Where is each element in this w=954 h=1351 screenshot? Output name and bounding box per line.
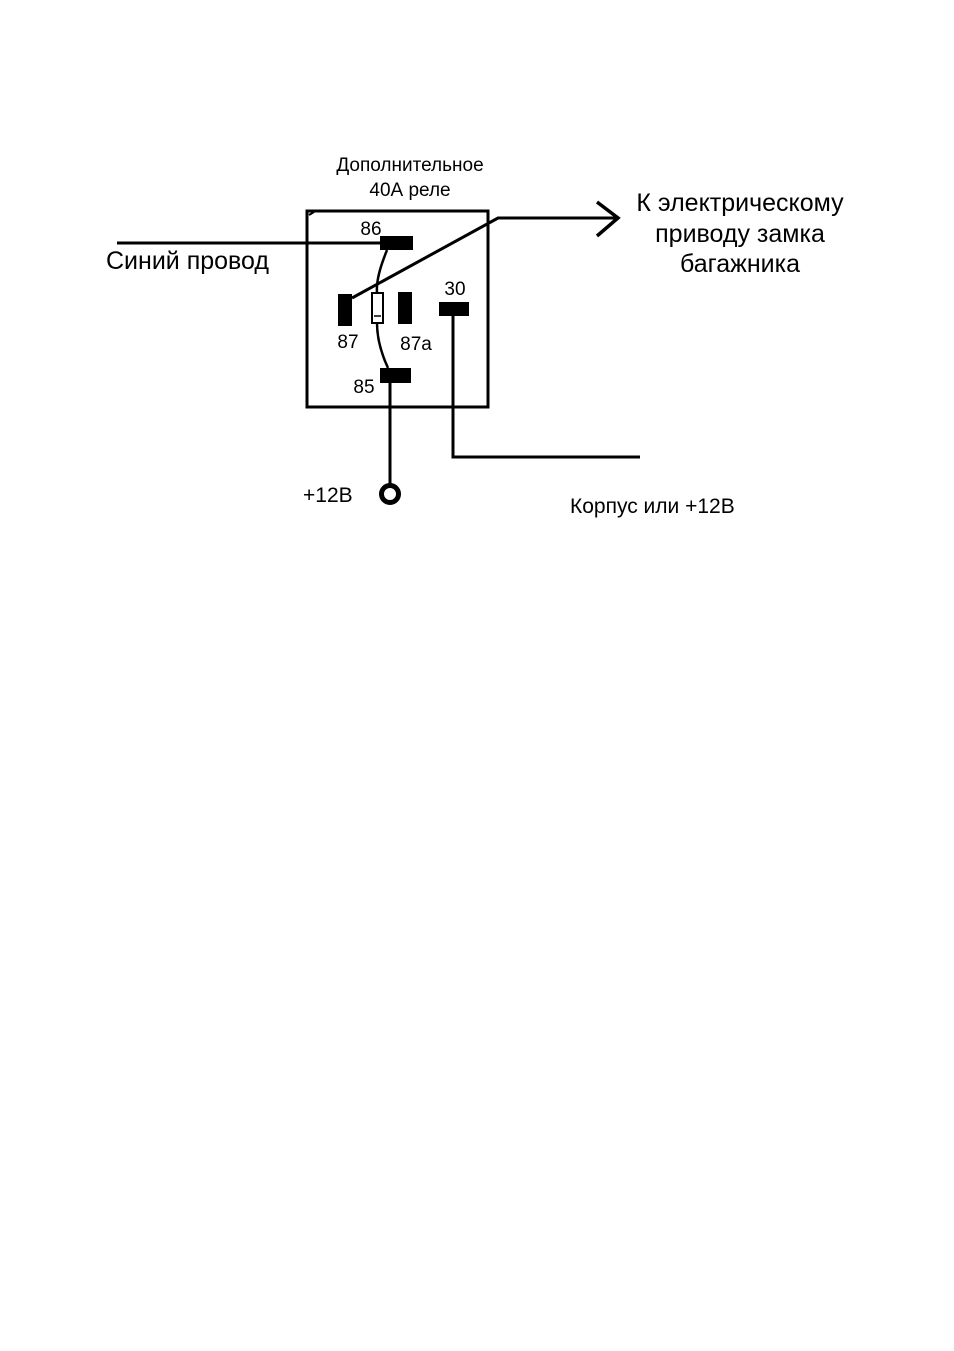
blue-wire-label: Синий провод (106, 247, 269, 275)
actuator-label-line1: К электрическому (636, 189, 844, 217)
pin-85-terminal (380, 368, 411, 383)
pin-85-label: 85 (353, 377, 374, 398)
relay-title-line2: 40А реле (369, 180, 450, 201)
pin-86-label: 86 (360, 219, 381, 240)
pin-30-terminal (439, 302, 469, 316)
actuator-label-line2: приводу замка (655, 220, 825, 248)
pin-87-terminal (338, 294, 352, 326)
relay-title-line1: Дополнительное (336, 155, 483, 176)
actuator-label-line3: багажника (680, 250, 800, 278)
pin-87a-terminal (398, 292, 412, 324)
pin-86-terminal (380, 236, 413, 250)
coil-wire-top (377, 250, 387, 293)
pin-30-label: 30 (444, 279, 465, 300)
actuator-wire (352, 218, 618, 298)
pin-87a-label: 87a (400, 334, 432, 355)
coil-wire-bottom (377, 323, 388, 368)
coil (372, 293, 383, 323)
ground-or-12v-label: Корпус или +12В (570, 495, 735, 518)
ground-wire (453, 316, 640, 457)
plus12v-label: +12В (303, 484, 353, 507)
pin-87-label: 87 (337, 332, 358, 353)
supply-terminal (382, 486, 399, 503)
